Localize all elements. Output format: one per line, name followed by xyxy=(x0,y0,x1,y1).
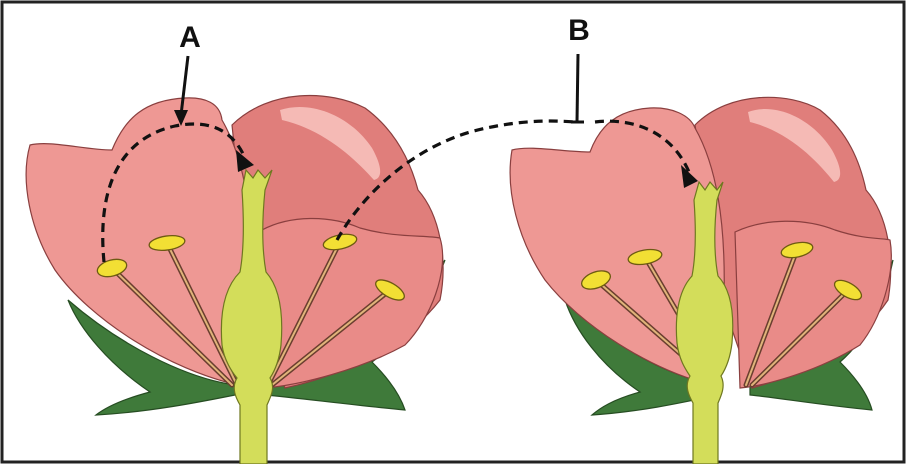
label-a: A xyxy=(179,21,201,54)
label-b: B xyxy=(568,14,590,47)
label-b-pointer xyxy=(577,54,578,122)
